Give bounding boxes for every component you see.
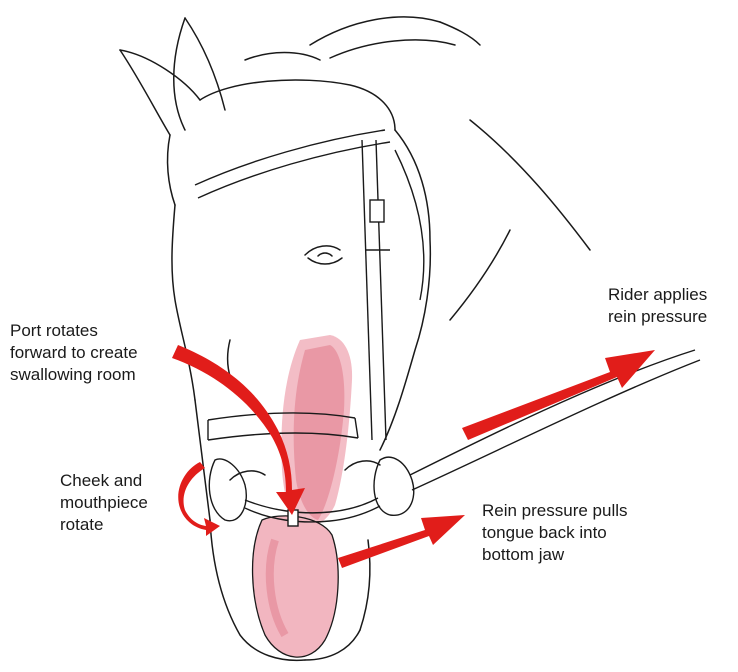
label-cheek-rotate: Cheek and mouthpiece rotate xyxy=(60,470,148,536)
tongue xyxy=(253,335,353,657)
label-line: bottom jaw xyxy=(482,544,628,566)
label-line: rotate xyxy=(60,514,148,536)
label-line: Port rotates xyxy=(10,320,138,342)
label-line: Rein pressure pulls xyxy=(482,500,628,522)
tongue-back-arrow xyxy=(338,515,465,568)
label-line: Cheek and xyxy=(60,470,148,492)
label-rider-applies: Rider applies rein pressure xyxy=(608,284,707,328)
rein-pressure-arrow xyxy=(462,350,655,440)
bridle xyxy=(195,130,700,526)
label-line: tongue back into xyxy=(482,522,628,544)
cheek-rotate-arrow xyxy=(178,462,220,536)
label-line: Rider applies xyxy=(608,284,707,306)
label-port-rotates: Port rotates forward to create swallowin… xyxy=(10,320,138,386)
label-line: rein pressure xyxy=(608,306,707,328)
label-line: mouthpiece xyxy=(60,492,148,514)
label-rein-pressure-pulls: Rein pressure pulls tongue back into bot… xyxy=(482,500,628,566)
label-line: swallowing room xyxy=(10,364,138,386)
label-line: forward to create xyxy=(10,342,138,364)
